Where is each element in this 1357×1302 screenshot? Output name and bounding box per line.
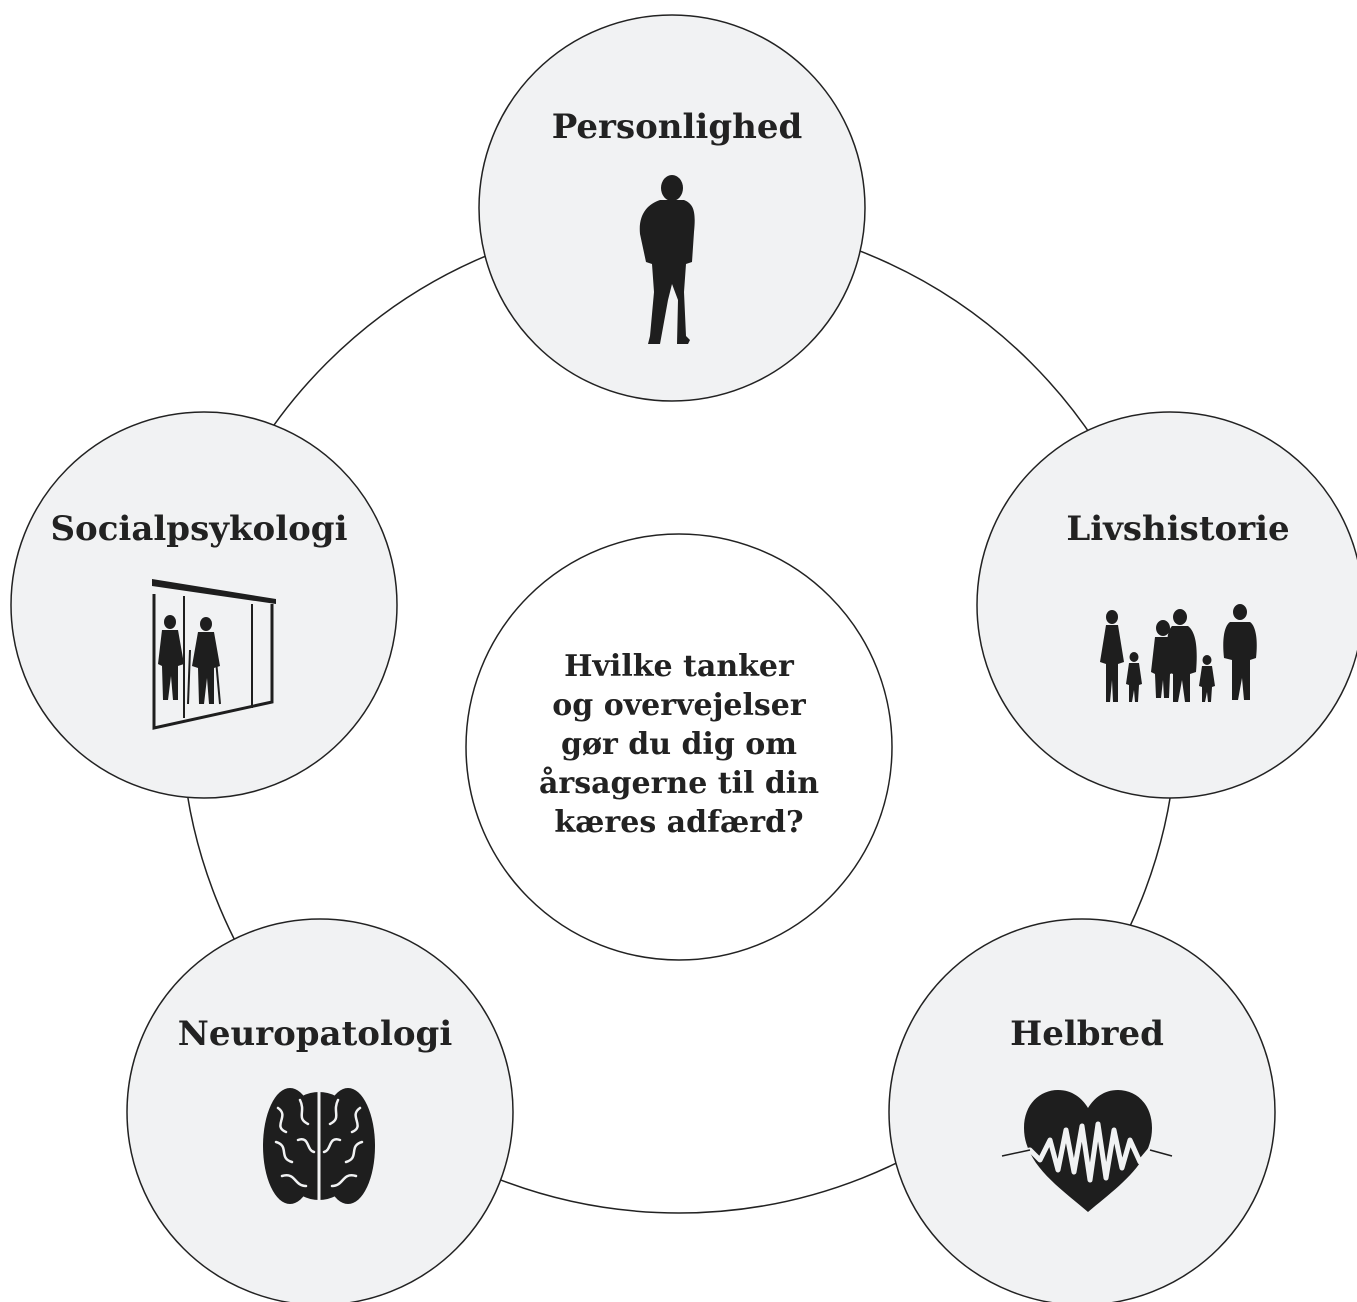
- node-helbred: Helbred: [888, 918, 1276, 1302]
- center-question-line-4: årsagerne til din: [539, 766, 819, 801]
- center-question-line-3: gør du dig om: [561, 727, 797, 762]
- node-label-helbred: Helbred: [1010, 1014, 1164, 1054]
- standing-man-icon: [639, 175, 695, 344]
- heartbeat-heart-icon: [1001, 1090, 1173, 1212]
- node-label-neuropatologi: Neuropatologi: [178, 1014, 453, 1054]
- node-neuropatologi: Neuropatologi: [126, 918, 514, 1302]
- node-label-livshistorie: Livshistorie: [1066, 509, 1289, 549]
- node-socialpsykologi: Socialpsykologi: [10, 411, 398, 799]
- node-label-socialpsykologi: Socialpsykologi: [51, 509, 348, 549]
- center-question-line-5: kæres adfærd?: [554, 805, 803, 840]
- family-icon: [1100, 604, 1257, 702]
- center-question-line-2: og overvejelser: [552, 688, 807, 723]
- center-question-line-1: Hvilke tanker: [564, 649, 795, 684]
- elderly-people-window-icon: [152, 579, 276, 730]
- brain-icon: [263, 1088, 375, 1204]
- node-label-personlighed: Personlighed: [552, 107, 802, 147]
- node-personlighed: Personlighed: [478, 14, 866, 402]
- node-livshistorie: Livshistorie: [976, 411, 1357, 799]
- center-circle: Hvilke tanker og overvejelser gør du dig…: [465, 533, 893, 961]
